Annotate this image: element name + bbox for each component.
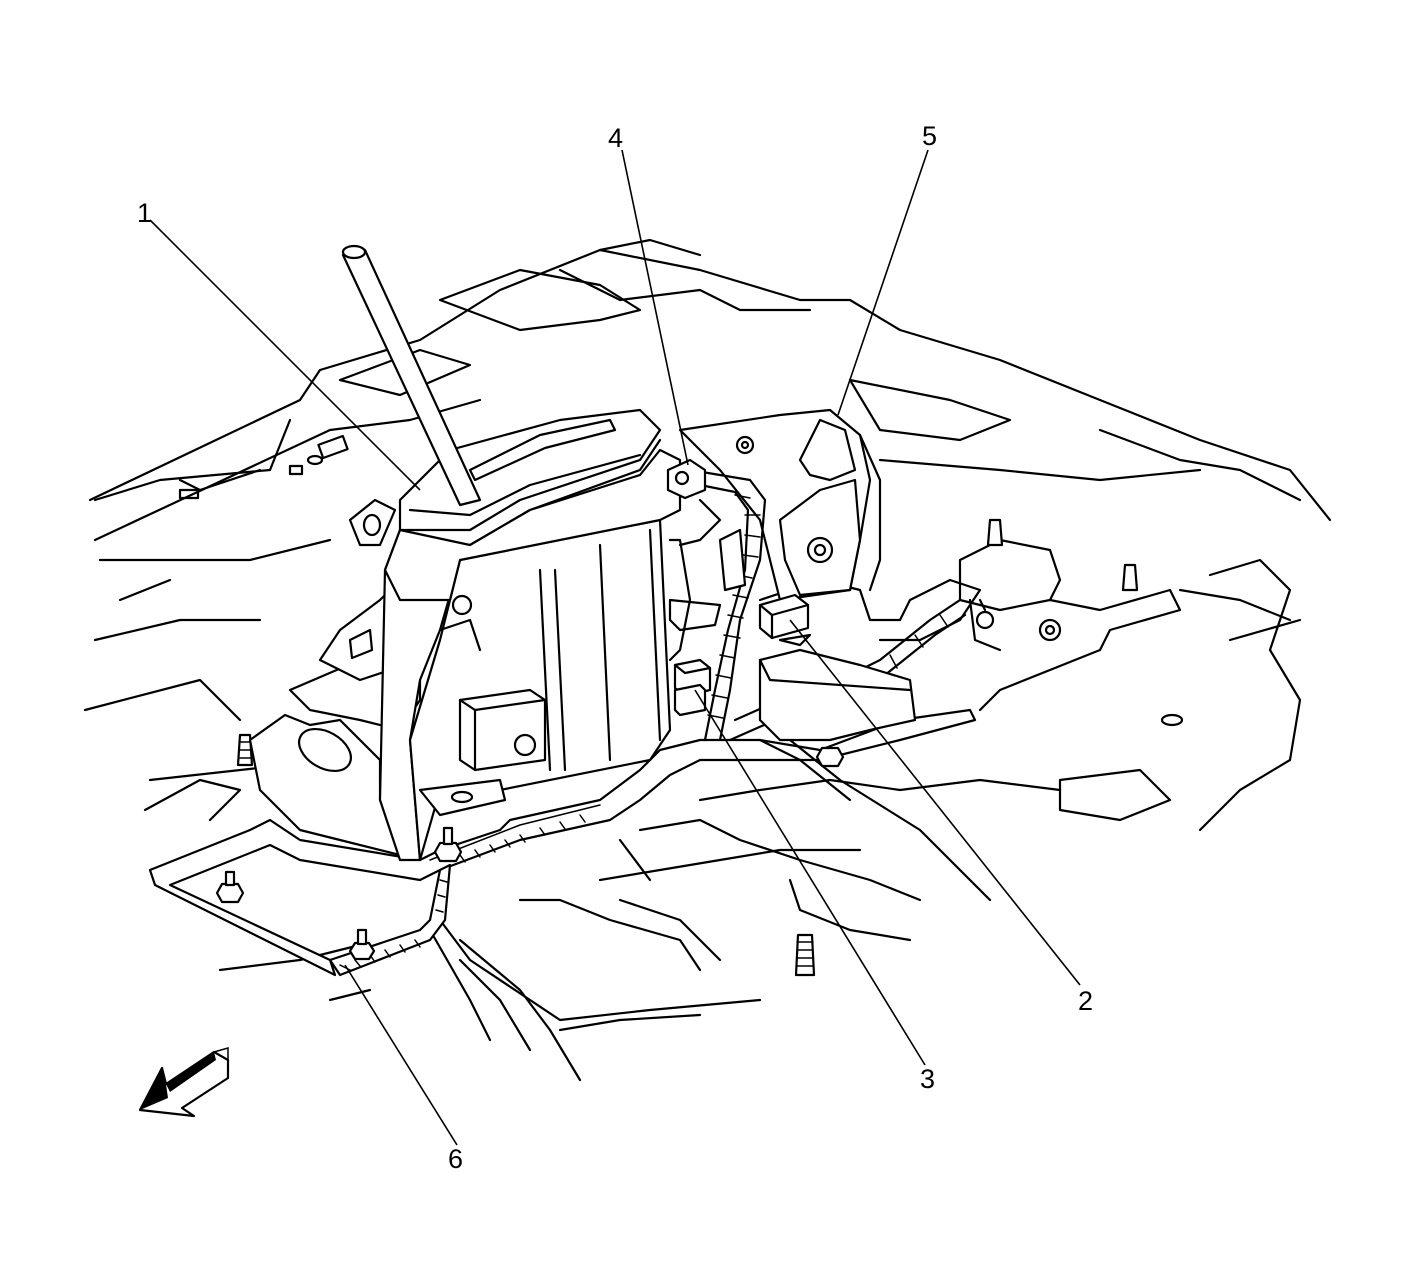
callout-labels: 1 2 3 4 5 6 — [137, 121, 1093, 1174]
callout-1: 1 — [137, 198, 152, 228]
callout-4: 4 — [608, 123, 623, 153]
leader-3 — [694, 689, 926, 1066]
leader-2 — [789, 619, 1081, 986]
floor-pan — [83, 238, 1332, 1082]
leader-6 — [344, 964, 458, 1146]
leader-1 — [149, 219, 421, 491]
leader-5 — [837, 149, 929, 416]
callout-3: 3 — [920, 1064, 935, 1094]
leader-4 — [621, 149, 689, 466]
shifter-housing — [248, 244, 682, 862]
front-direction-arrow-icon — [138, 1047, 230, 1118]
shifter-base-plate — [148, 708, 977, 977]
callout-leaders — [149, 149, 1081, 1146]
right-housing — [678, 408, 882, 602]
callout-6: 6 — [448, 1144, 463, 1174]
callout-2: 2 — [1078, 986, 1093, 1016]
callout-5: 5 — [922, 121, 937, 151]
